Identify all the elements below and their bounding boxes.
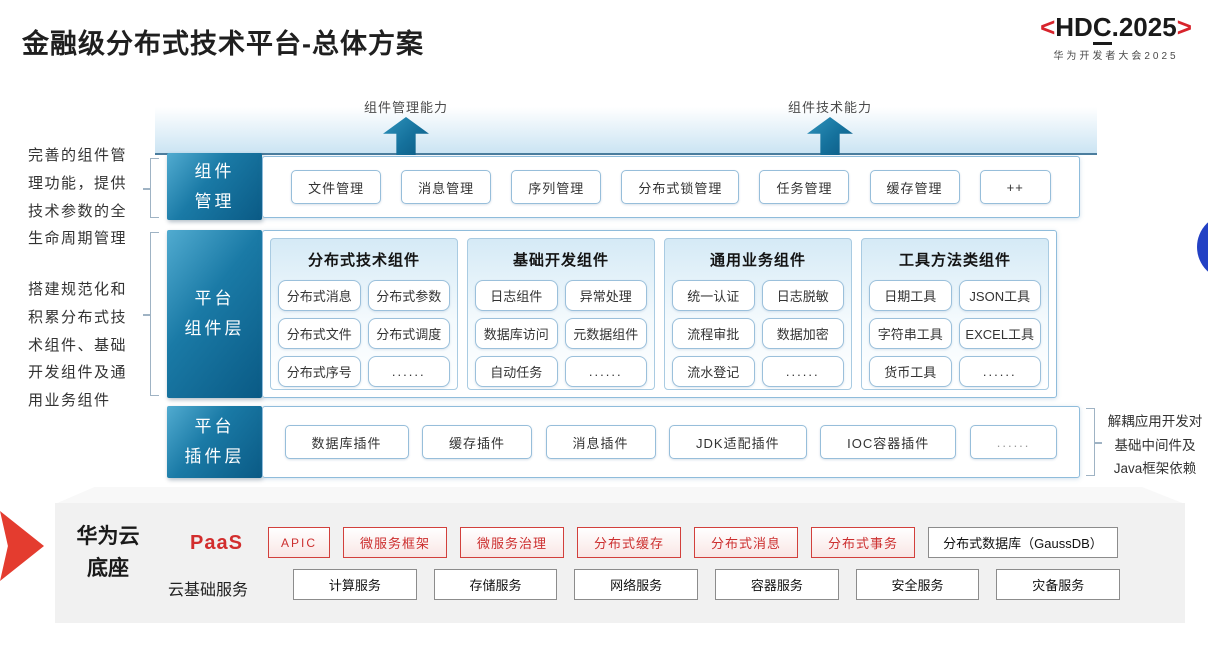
foundation-label: 华为云 底座 [76, 525, 140, 580]
component-chip: 分布式文件 [278, 318, 361, 349]
component-chip: 数据库访问 [475, 318, 558, 349]
row-label-platform-components: 平台 组件层 [167, 230, 262, 398]
group-title: 基础开发组件 [512, 252, 609, 269]
annotation-left-top: 完善的组件管理功能，提供技术参数的全生命周期管理 [28, 147, 128, 248]
left-bracket [143, 158, 159, 218]
component-chip: 分布式序号 [278, 356, 361, 387]
component-chip: 日期工具 [869, 280, 952, 311]
cloud-chip: 灾备服务 [996, 569, 1121, 600]
cloud-chip: 计算服务 [293, 569, 417, 600]
component-chip: EXCEL工具 [958, 318, 1041, 349]
component-chip: 元数据组件 [564, 318, 647, 349]
cloud-chip: 安全服务 [855, 569, 980, 600]
mgmt-chip: 序列管理 [511, 170, 602, 204]
cloud-services-row: 计算服务 存储服务 网络服务 容器服务 安全服务 灾备服务 [293, 569, 1121, 600]
paas-chip: 分布式事务 [811, 527, 915, 558]
component-chip-more: ...... [564, 356, 647, 387]
mgmt-chip: 文件管理 [291, 170, 382, 204]
component-chip: 日志组件 [475, 280, 558, 311]
mgmt-chip: 分布式锁管理 [621, 170, 740, 204]
cloud-services-label: 云基础服务 [168, 582, 249, 599]
mgmt-chip: 缓存管理 [869, 170, 960, 204]
row-label-component-mgmt: 组件 管理 [167, 153, 262, 220]
component-group-tools: 工具方法类组件 日期工具 JSON工具 字符串工具 EXCEL工具 货币工具 .… [861, 238, 1049, 390]
logo-subtitle: 华为开发者大会2025 [1053, 51, 1179, 62]
gaussdb-chip: 分布式数据库（GaussDB） [928, 527, 1118, 558]
top-gradient-band [155, 107, 1097, 155]
component-chip-more: ...... [367, 356, 450, 387]
component-group-distributed: 分布式技术组件 分布式消息 分布式参数 分布式文件 分布式调度 分布式序号 ..… [270, 238, 458, 390]
foundation-slab [55, 503, 1185, 623]
plugin-chip: 缓存插件 [422, 425, 533, 459]
hdc-logo-text: <HDC.2025> [1026, 12, 1206, 45]
plugin-chip: JDK适配插件 [669, 425, 807, 459]
page-title: 金融级分布式技术平台-总体方案 [22, 29, 424, 59]
plugin-chip: 消息插件 [545, 425, 656, 459]
component-mgmt-row: 文件管理 消息管理 序列管理 分布式锁管理 任务管理 缓存管理 ++ [262, 156, 1080, 218]
platform-plugins-row: 数据库插件 缓存插件 消息插件 JDK适配插件 IOC容器插件 ...... [262, 406, 1080, 478]
right-bracket [1086, 408, 1102, 476]
group-title: 分布式技术组件 [307, 252, 420, 269]
platform-components-row: 分布式技术组件 分布式消息 分布式参数 分布式文件 分布式调度 分布式序号 ..… [262, 230, 1057, 398]
paas-chip: 微服务治理 [460, 527, 564, 558]
component-chip: 异常处理 [564, 280, 647, 311]
cloud-chip: 网络服务 [574, 569, 699, 600]
component-chip: 分布式调度 [367, 318, 450, 349]
foundation-slab-top [55, 487, 1185, 504]
logo-left-bracket: < [1040, 12, 1056, 42]
logo-name-c: C [1092, 12, 1112, 45]
component-chip: 数据加密 [761, 318, 844, 349]
component-chip: JSON工具 [958, 280, 1041, 311]
annotation-right: 解耦应用开发对基础中间件及Java框架依赖 [1107, 414, 1203, 477]
component-chip: 分布式参数 [367, 280, 450, 311]
logo-right-bracket: > [1176, 12, 1192, 42]
component-chip: 流水登记 [672, 356, 755, 387]
paas-services-row: APIC 微服务框架 微服务治理 分布式缓存 分布式消息 分布式事务 分布式数据… [268, 527, 1120, 558]
hdc-logo: <HDC.2025> 华为开发者大会2025 [1026, 12, 1206, 62]
row-label-platform-plugins: 平台 插件层 [167, 406, 262, 478]
component-chip: 统一认证 [672, 280, 755, 311]
component-chip: 字符串工具 [869, 318, 952, 349]
paas-chip: 分布式缓存 [577, 527, 681, 558]
component-chip-more: ...... [958, 356, 1041, 387]
component-chip: 分布式消息 [278, 280, 361, 311]
component-chip: 日志脱敏 [761, 280, 844, 311]
paas-chip: APIC [268, 527, 330, 558]
logo-name-year: .2025 [1111, 12, 1177, 42]
component-group-basic-dev: 基础开发组件 日志组件 异常处理 数据库访问 元数据组件 自动任务 ...... [467, 238, 655, 390]
component-chip: 流程审批 [672, 318, 755, 349]
paas-chip: 分布式消息 [694, 527, 798, 558]
left-bracket [143, 232, 159, 396]
capability-label-right: 组件技术能力 [787, 100, 872, 115]
component-group-business: 通用业务组件 统一认证 日志脱敏 流程审批 数据加密 流水登记 ...... [664, 238, 852, 390]
red-arrow-icon [0, 511, 44, 581]
capability-label-left: 组件管理能力 [363, 100, 448, 115]
plugin-chip: IOC容器插件 [820, 425, 957, 459]
mgmt-chip: 消息管理 [401, 170, 492, 204]
cloud-chip: 存储服务 [433, 569, 558, 600]
cloud-chip: 容器服务 [715, 569, 839, 600]
logo-name: HD [1055, 12, 1093, 42]
component-chip: 自动任务 [475, 356, 558, 387]
plugin-chip: 数据库插件 [284, 425, 409, 459]
blue-circle-decoration [1197, 214, 1208, 280]
component-chip-more: ...... [761, 356, 844, 387]
mgmt-chip: 任务管理 [759, 170, 850, 204]
component-chip: 货币工具 [869, 356, 952, 387]
group-title: 工具方法类组件 [898, 252, 1011, 269]
plugin-chip-more: ...... [969, 425, 1058, 459]
annotation-left-bottom: 搭建规范化和积累分布式技术组件、基础开发组件及通用业务组件 [28, 281, 128, 409]
group-title: 通用业务组件 [709, 252, 806, 269]
paas-chip: 微服务框架 [343, 527, 447, 558]
paas-label: PaaS [190, 532, 243, 554]
mgmt-chip: ++ [979, 170, 1051, 204]
